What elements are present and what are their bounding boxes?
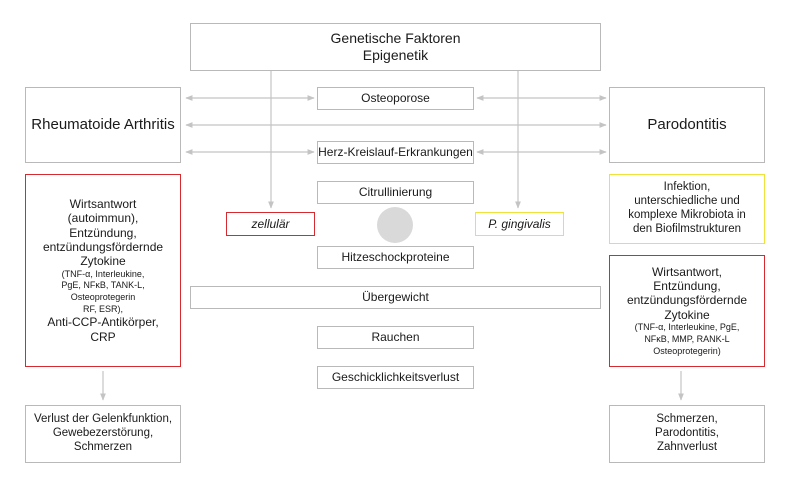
geschicklichkeitsverlust-box: Geschicklichkeitsverlust <box>317 366 474 389</box>
left-host-small-1: (TNF-α, Interleukine, <box>61 268 145 279</box>
left-host-response-box: Wirtsantwort (autoimmun), Entzündung, en… <box>25 174 181 367</box>
left-host-line-3: Entzündung, <box>69 225 137 240</box>
left-outcome-line-1: Verlust der Gelenkfunktion, <box>33 413 173 426</box>
left-host-line-5: Zytokine <box>80 254 126 269</box>
left-host-line-6: Anti-CCP-Antikörper, <box>47 315 159 330</box>
right-host-line-1: Wirtsantwort, <box>651 264 722 279</box>
right-host-response-box: Wirtsantwort, Entzündung, entzündungsför… <box>609 255 765 367</box>
citrullinierung-box: Citrullinierung <box>317 181 474 204</box>
right-infection-line-3: komplexe Mikrobiota in <box>628 209 746 221</box>
zellular-label: zellulär <box>251 216 290 231</box>
left-host-small-2: PgE, NFκB, TANK-L, <box>61 280 145 291</box>
rauchen-box: Rauchen <box>317 326 474 349</box>
herz-kreislauf-label: Herz-Kreislauf-Erkrankungen <box>318 145 473 160</box>
geschicklichkeitsverlust-label: Geschicklichkeitsverlust <box>331 370 460 385</box>
left-host-line-4: entzündungsfördernde <box>42 239 164 254</box>
hitzeschockproteine-box: Hitzeschockproteine <box>317 246 474 269</box>
right-outcome-line-1: Schmerzen, <box>656 413 718 426</box>
osteoporose-label: Osteoporose <box>361 91 430 106</box>
left-host-line-2: (autoimmun), <box>67 211 139 226</box>
right-host-small-3: Osteoprotegerin) <box>653 345 721 356</box>
zellular-box: zellulär <box>226 212 315 236</box>
right-infection-line-2: unterschiedliche und <box>634 195 740 208</box>
right-outcome-line-2: Parodontitis, <box>655 427 719 440</box>
right-outcome-line-3: Zahnverlust <box>656 440 718 453</box>
left-outcome-line-3: Schmerzen <box>73 440 133 453</box>
right-host-line-2: Entzündung, <box>653 279 721 294</box>
uebergewicht-label: Übergewicht <box>362 290 429 305</box>
osteoporose-box: Osteoporose <box>317 87 474 110</box>
parodontitis-box: Parodontitis <box>609 87 765 163</box>
hitzeschockproteine-label: Hitzeschockproteine <box>341 250 450 265</box>
left-outcome-box: Verlust der Gelenkfunktion, Gewebezerstö… <box>25 405 181 463</box>
center-circle <box>377 207 413 243</box>
right-infection-line-1: Infektion, <box>663 181 711 194</box>
left-host-small-3: Osteoprotegerin <box>70 292 136 303</box>
right-host-small-2: NFκB, MMP, RANK-L <box>644 333 730 344</box>
left-host-line-7: CRP <box>90 329 116 344</box>
right-host-small-1: (TNF-α, Interleukine, PgE, <box>634 322 740 333</box>
citrullinierung-label: Citrullinierung <box>358 185 433 200</box>
left-host-line-1: Wirtsantwort <box>69 196 137 211</box>
parodontitis-title: Parodontitis <box>647 116 727 133</box>
rheumatoid-arthritis-title: Rheumatoide Arthritis <box>31 116 175 133</box>
right-infection-line-4: den Biofilmstrukturen <box>632 222 742 235</box>
rheumatoid-arthritis-box: Rheumatoide Arthritis <box>25 87 181 163</box>
right-infection-box: Infektion, unterschiedliche und komplexe… <box>609 174 765 244</box>
left-host-small-4: RF, ESR), <box>82 303 123 314</box>
genetic-factors-label: Genetische Faktoren <box>330 30 461 47</box>
gingivalis-label: P. gingivalis <box>488 216 551 231</box>
left-outcome-line-2: Gewebezerstörung, <box>52 427 154 440</box>
uebergewicht-box: Übergewicht <box>190 286 601 309</box>
genetic-factors-box: Genetische Faktoren Epigenetik <box>190 23 601 71</box>
right-outcome-box: Schmerzen, Parodontitis, Zahnverlust <box>609 405 765 463</box>
right-host-line-3: entzündungsfördernde <box>626 293 748 308</box>
herz-kreislauf-box: Herz-Kreislauf-Erkrankungen <box>317 141 474 164</box>
gingivalis-box: P. gingivalis <box>475 212 564 236</box>
rauchen-label: Rauchen <box>371 330 420 345</box>
epigenetics-label: Epigenetik <box>362 47 429 63</box>
right-host-line-4: Zytokine <box>664 307 710 322</box>
